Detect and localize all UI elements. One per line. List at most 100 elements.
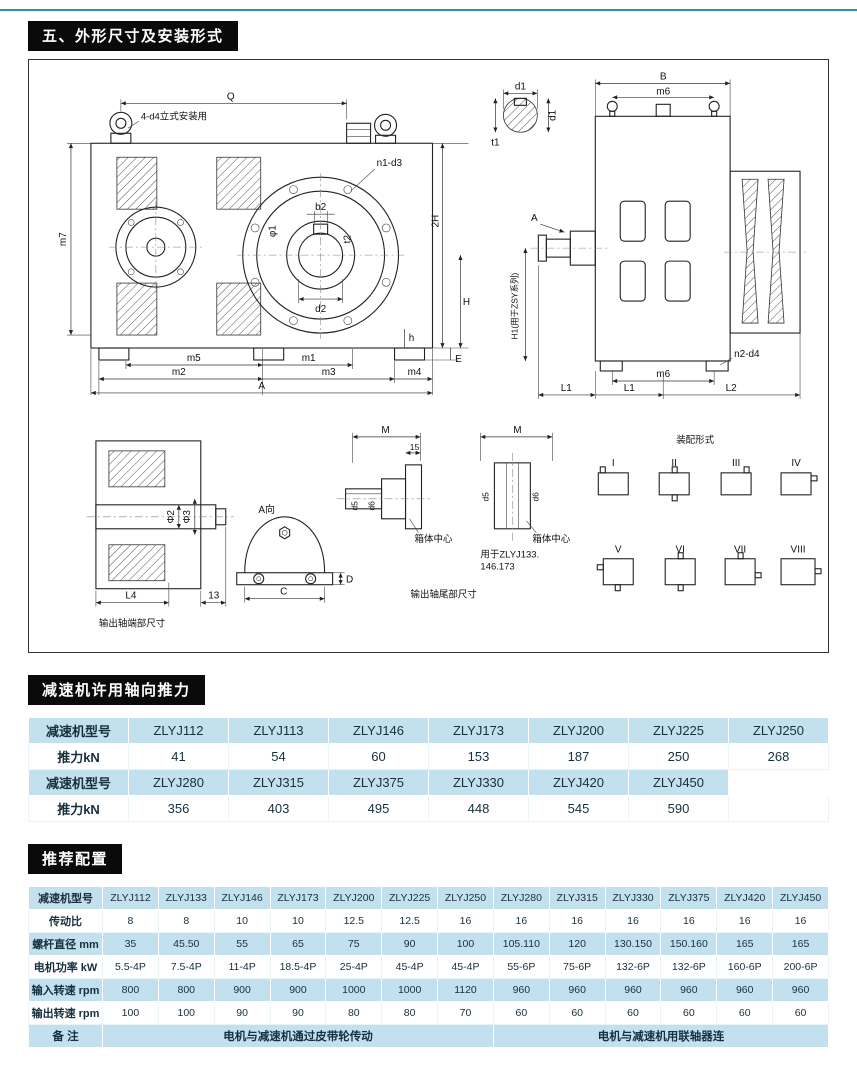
dim-label-d2: d2 (315, 304, 327, 315)
dim-label-m4: m4 (408, 367, 422, 378)
config-table-cell-2-11: 150.160 (660, 932, 718, 956)
config-table-cell-4-0: 输入转速 rpm (28, 978, 103, 1002)
config-table-cell-3-7: 45-4P (437, 955, 494, 979)
thrust-table-cell-1-1: 41 (128, 743, 229, 770)
shaft-tail-detail-2: M d5 d6 箱体中心 用于ZLYJ133. 146.173 输出轴尾部尺寸 (411, 425, 571, 601)
config-table-cell-3-6: 45-4P (381, 955, 439, 979)
config-table-cell-5-3: 90 (213, 1001, 271, 1025)
dim-label-H: H (463, 297, 470, 308)
config-table-cell-5-11: 60 (660, 1001, 718, 1025)
thrust-table-cell-3-1: 356 (128, 795, 229, 822)
config-table-cell-5-4: 90 (269, 1001, 327, 1025)
config-table-cell-0-13: ZLYJ450 (772, 886, 829, 910)
thrust-table-cell-1-7: 268 (728, 743, 829, 770)
thrust-table-cell-0-7: ZLYJ250 (728, 717, 829, 744)
config-table-cell-4-4: 900 (269, 978, 327, 1002)
config-table-cell-4-9: 960 (548, 978, 606, 1002)
config-table-cell-2-4: 65 (269, 932, 327, 956)
dim-label-m3: m3 (322, 367, 336, 378)
top-accent-rule (0, 9, 857, 11)
technical-drawing: Q 4-d4立式安装用 n1-d3 b2 φ1 t2 d2 m7 2H H h … (58, 71, 822, 630)
config-table-cell-4-1: 800 (102, 978, 159, 1002)
thrust-table-cell-2-0: 减速机型号 (28, 769, 129, 796)
dim-label-M-2: M (513, 425, 521, 436)
dim-label-n2-d4: n2-d4 (734, 349, 760, 360)
config-table-cell-4-12: 960 (716, 978, 774, 1002)
config-table-cell-1-7: 16 (437, 909, 494, 933)
note-vertical-mount: 4-d4立式安装用 (141, 110, 207, 122)
assembly-label-2: II (671, 458, 677, 469)
dim-label-C: C (280, 587, 287, 598)
config-table-cell-3-2: 7.5-4P (157, 955, 215, 979)
config-table-cell-1-12: 16 (716, 909, 774, 933)
config-table-cell-0-9: ZLYJ315 (548, 886, 606, 910)
config-table-cell-4-3: 900 (213, 978, 271, 1002)
config-table-cell-0-4: ZLYJ173 (269, 886, 327, 910)
dim-label-B: B (660, 71, 667, 82)
config-table-cell-5-10: 60 (604, 1001, 662, 1025)
config-table-cell-3-5: 25-4P (325, 955, 383, 979)
config-table-cell-2-2: 45.50 (157, 932, 215, 956)
config-table-cell-3-4: 18.5-4P (269, 955, 327, 979)
thrust-table-cell-1-4: 153 (428, 743, 529, 770)
config-table-cell-4-10: 960 (604, 978, 662, 1002)
assembly-label-6: VI (675, 545, 684, 556)
note-used-for-1: 用于ZLYJ133. (480, 550, 539, 561)
config-table-cell-3-11: 132-6P (660, 955, 718, 979)
config-table-cell-5-8: 60 (492, 1001, 550, 1025)
config-table-cell-5-1: 100 (102, 1001, 159, 1025)
callout-box-center-2: 箱体中心 (532, 533, 570, 545)
dim-label-m2: m2 (172, 367, 186, 378)
dim-label-E: E (455, 354, 462, 365)
config-table-cell-1-6: 12.5 (381, 909, 439, 933)
dim-label-A: A (258, 381, 265, 392)
dim-label-D: D (346, 575, 353, 586)
assembly-label-3: III (732, 458, 740, 469)
config-table-cell-1-9: 16 (548, 909, 606, 933)
config-table-cell-2-13: 165 (772, 932, 829, 956)
config-table-cell-1-13: 16 (772, 909, 829, 933)
front-view-dimensions: Q 4-d4立式安装用 n1-d3 b2 φ1 t2 d2 m7 2H H h … (58, 91, 470, 396)
dim-label-d5-1: d5 (350, 501, 360, 511)
thrust-table-cell-1-6: 250 (628, 743, 729, 770)
config-table-cell-0-11: ZLYJ375 (660, 886, 718, 910)
config-table-cell-6-2: 电机与减速机用联轴器连 (492, 1024, 830, 1048)
dim-label-phi1: φ1 (268, 225, 279, 237)
config-table-cell-3-3: 11-4P (213, 955, 271, 979)
config-table-cell-0-10: ZLYJ330 (604, 886, 662, 910)
thrust-table-cell-0-5: ZLYJ200 (528, 717, 629, 744)
thrust-table-cell-3-2: 403 (228, 795, 329, 822)
dim-label-b2: b2 (315, 202, 327, 213)
section-title-axial-thrust: 减速机许用轴向推力 (28, 675, 205, 705)
dim-label-2H: 2H (430, 215, 441, 228)
section-arrow-label-A: A (531, 213, 538, 224)
dim-label-m6-top: m6 (656, 86, 670, 97)
thrust-table-cell-3-5: 545 (528, 795, 629, 822)
dim-label-d6-2: d6 (530, 492, 540, 502)
config-table-cell-3-1: 5.5-4P (102, 955, 159, 979)
thrust-table-cell-2-2: ZLYJ315 (228, 769, 329, 796)
config-table-cell-0-6: ZLYJ225 (381, 886, 439, 910)
thrust-table-cell-3-3: 495 (328, 795, 429, 822)
thrust-table-cell-3-6: 590 (628, 795, 729, 822)
thrust-table-cell-2-4: ZLYJ330 (428, 769, 529, 796)
config-table-cell-4-11: 960 (660, 978, 718, 1002)
front-view (90, 111, 434, 361)
config-table-cell-2-9: 120 (548, 932, 606, 956)
dim-label-t1: t1 (491, 137, 500, 148)
side-view-dimensions: B m6 A H1(用于ZSY系列) n2-d4 m6 L1 L1 L2 (509, 71, 801, 399)
config-table-cell-4-8: 960 (492, 978, 550, 1002)
config-table-cell-2-1: 35 (102, 932, 159, 956)
config-table-cell-0-1: ZLYJ112 (102, 886, 159, 910)
assembly-forms: 装配形式 I II III IV V VI VII VIII (596, 434, 822, 592)
